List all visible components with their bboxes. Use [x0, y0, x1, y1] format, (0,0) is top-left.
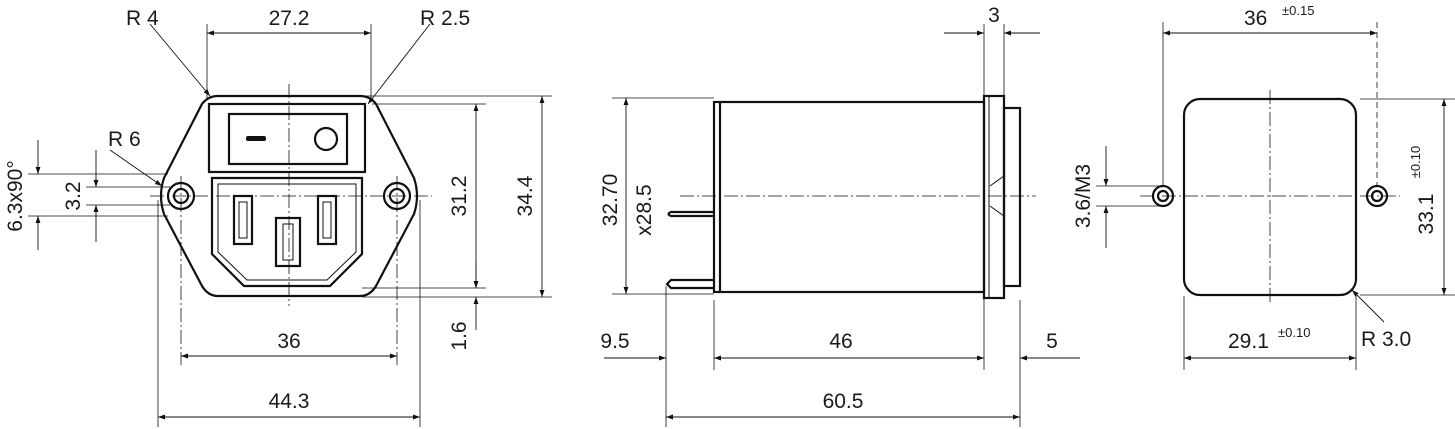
- label-34-4: 34.4: [514, 175, 537, 216]
- switch-rocker: [227, 112, 349, 166]
- label-33-1-tol: ±0.10: [1408, 146, 1423, 178]
- pin-earth-outer: [274, 216, 302, 268]
- label-29-1: 29.1: [1228, 330, 1269, 353]
- leader-r2-5: [367, 23, 431, 105]
- switch-off-mark: [246, 136, 266, 141]
- switch-frame: [207, 102, 367, 174]
- rear-view: 36 ±0.15 3.6/M3 33.1 ±0.10 29.1 ±0.10 R …: [1072, 3, 1455, 370]
- label-31-2: 31.2: [448, 176, 471, 217]
- side-front-plate: [1002, 106, 1022, 288]
- label-6-3x90: 6.3x90°: [4, 160, 27, 231]
- label-x28-5: x28.5: [633, 184, 656, 235]
- label-3: 3: [988, 4, 1000, 27]
- switch-on-mark: [313, 126, 339, 152]
- leader-r3-0: [1351, 289, 1385, 323]
- inlet-inner: [217, 183, 357, 281]
- label-29-1-tol: ±0.10: [1278, 325, 1310, 340]
- label-3-2: 3.2: [62, 181, 85, 210]
- label-32-70: 32.70: [599, 174, 622, 227]
- label-36-rear-tol: ±0.15: [1282, 3, 1314, 18]
- label-44-3: 44.3: [269, 390, 310, 413]
- label-46: 46: [829, 330, 852, 353]
- label-5: 5: [1046, 330, 1058, 353]
- pin-left-inner: [238, 201, 248, 239]
- label-r2-5: R 2.5: [420, 7, 470, 30]
- label-1-6: 1.6: [448, 321, 471, 350]
- leader-r6: [109, 149, 163, 187]
- inlet-outline: [210, 176, 364, 288]
- front-view: R 4 27.2 R 2.5 R 6 31.2 34.4 1.6 36 44.3…: [4, 7, 552, 427]
- label-r6: R 6: [108, 128, 141, 151]
- pin-left-outer: [232, 194, 254, 246]
- label-33-1: 33.1: [1415, 194, 1438, 235]
- side-pin-lower: [665, 278, 714, 290]
- pin-earth-inner: [282, 223, 294, 261]
- label-27-2: 27.2: [269, 7, 310, 30]
- label-r3-0: R 3.0: [1361, 328, 1411, 351]
- label-r4: R 4: [126, 7, 159, 30]
- label-60-5: 60.5: [823, 390, 864, 413]
- pin-right-inner: [322, 201, 332, 239]
- side-flange: [982, 94, 1006, 300]
- side-view: 3 32.70 x28.5 9.5 46 5 60.5: [599, 4, 1080, 427]
- label-36-rear: 36: [1244, 7, 1267, 30]
- label-9-5: 9.5: [600, 330, 629, 353]
- leader-r4: [149, 23, 211, 97]
- pin-right-outer: [316, 194, 338, 246]
- side-body: [712, 100, 986, 294]
- label-36-rear-value: 36: [1244, 7, 1267, 30]
- label-3-6-m3: 3.6/M3: [1072, 164, 1095, 228]
- side-pin-upper: [667, 210, 714, 218]
- label-36-front: 36: [277, 330, 300, 353]
